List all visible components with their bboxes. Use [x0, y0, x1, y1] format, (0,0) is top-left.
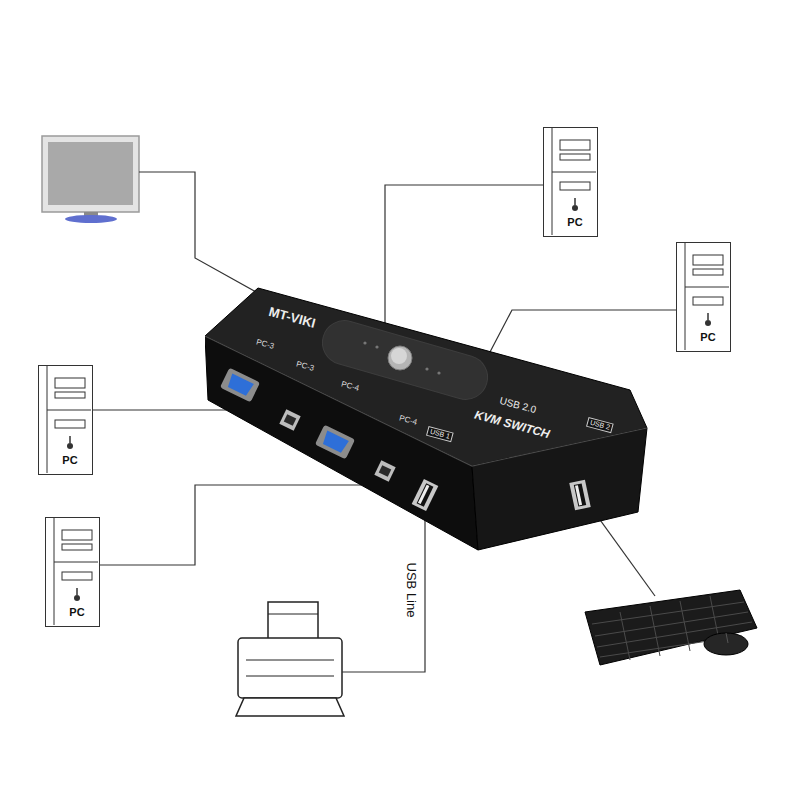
vga-port: [315, 425, 355, 460]
usb-b-frame: [279, 409, 300, 430]
switch-end-face: [472, 428, 647, 550]
cable-label: USB Line: [404, 563, 418, 618]
monitor-icon: [42, 136, 139, 223]
monitor-screen: [48, 142, 133, 205]
drive-slot: [693, 297, 723, 305]
drive-slot: [62, 572, 92, 580]
monitor-wire: [139, 172, 256, 292]
switch-button: [388, 346, 412, 370]
drive-bay: [560, 140, 590, 150]
pc-side-edge: [54, 518, 55, 625]
drive-bay: [62, 544, 92, 550]
cable-connector: [93, 409, 226, 410]
drive-slot: [55, 420, 85, 428]
pc-tower: PC: [45, 517, 100, 627]
cable-connector: [490, 310, 676, 352]
usbb-port: [374, 460, 395, 481]
key-col: [620, 612, 630, 660]
pc-tower: PC: [38, 365, 93, 475]
drive-bay: [62, 530, 92, 540]
keyboard-icon: [585, 590, 757, 665]
switch-button-top: [391, 348, 407, 364]
pc-side-edge: [685, 243, 686, 350]
pc-label: PC: [700, 331, 715, 343]
usb-b-socket: [379, 465, 391, 477]
power-dot: [67, 443, 73, 449]
usb-a-tongue: [418, 485, 429, 504]
printer-body: [238, 638, 342, 698]
pc-tower: PC: [543, 127, 598, 237]
drive-slot: [560, 182, 590, 190]
pc-side-edge: [47, 366, 48, 473]
keyboard-keys: [592, 596, 752, 660]
usb-a-frame: [569, 480, 590, 511]
led-dot: [425, 367, 428, 370]
key-row: [592, 602, 744, 624]
pc-tower: PC: [676, 242, 731, 352]
printer-paper-line: [268, 614, 318, 615]
keyboard-body: [585, 590, 757, 665]
power-dot: [572, 205, 578, 211]
usbb-port: [279, 409, 300, 430]
led-dot: [437, 371, 440, 374]
panel-line: [685, 287, 729, 288]
key-row: [595, 612, 748, 636]
printer-slot: [246, 660, 334, 661]
vga-socket: [226, 373, 254, 396]
power-stem: [76, 588, 78, 595]
usb-a-tongue: [575, 485, 582, 505]
mouse-button-line: [726, 633, 728, 643]
printer-usb-wire: [342, 508, 425, 672]
usb-a-frame: [412, 479, 439, 511]
drive-bay: [55, 392, 85, 398]
power-dot: [705, 320, 711, 326]
usb-b-socket: [284, 414, 296, 426]
printer-slot: [246, 676, 334, 677]
usb-a-socket: [417, 483, 434, 506]
key-col: [680, 601, 690, 651]
power-stem: [574, 198, 576, 205]
cable-connector: [100, 485, 361, 565]
power-stem: [707, 313, 709, 320]
cable-connector: [385, 185, 543, 323]
usba-port: [569, 480, 590, 511]
pc-side-edge: [552, 128, 553, 235]
key-col: [650, 606, 660, 656]
vga-frame: [315, 425, 355, 460]
usb-a-socket: [574, 483, 586, 506]
panel-line: [47, 410, 91, 411]
vga-port: [220, 368, 260, 403]
monitor-base: [65, 215, 117, 223]
vga-socket: [321, 430, 349, 453]
led-dot: [363, 341, 366, 344]
printer-tray: [236, 698, 344, 716]
button-panel-shape: [317, 315, 493, 404]
kvm-switch: MT-VIKIUSB 2.0KVM SWITCH: [205, 285, 650, 555]
led-dot: [375, 345, 378, 348]
drive-bay: [693, 255, 723, 265]
usba-port: [412, 479, 439, 511]
power-stem: [69, 436, 71, 443]
power-dot: [74, 595, 80, 601]
switch-housing: [205, 285, 650, 555]
drive-bay: [560, 154, 590, 160]
pc-label: PC: [62, 454, 77, 466]
drive-bay: [693, 269, 723, 275]
printer-icon: [236, 602, 344, 716]
vga-frame: [220, 368, 260, 403]
usb-b-frame: [374, 460, 395, 481]
pc-label: PC: [69, 606, 84, 618]
button-panel: [317, 315, 493, 404]
drive-bay: [55, 378, 85, 388]
mouse-icon: [704, 633, 748, 655]
monitor-frame: [42, 136, 139, 212]
printer-paper: [268, 602, 318, 640]
pc-label: PC: [567, 216, 582, 228]
panel-line: [54, 562, 98, 563]
panel-line: [552, 172, 596, 173]
